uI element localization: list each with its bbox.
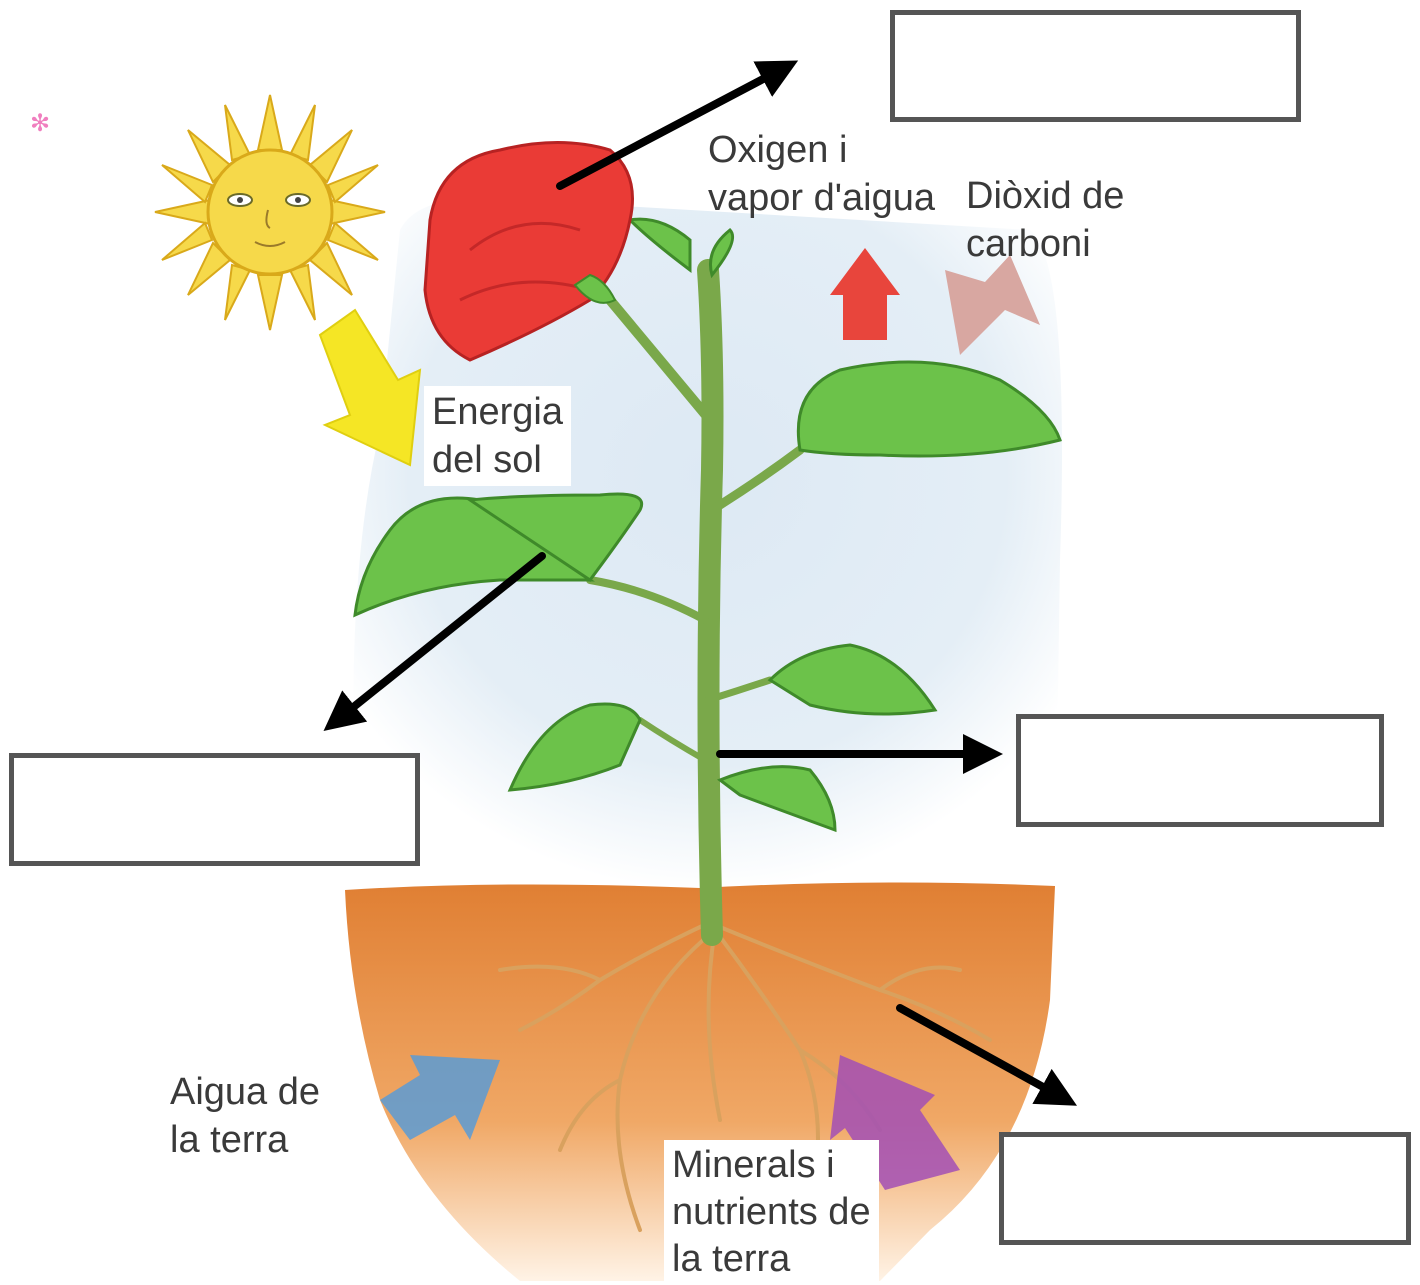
sun-icon [155,95,385,330]
oxygen-label: Oxigen i vapor d'aigua [708,126,935,222]
answer-box-flower[interactable] [890,10,1301,122]
co2-label: Diòxid de carboni [966,172,1124,268]
answer-box-stem[interactable] [1016,714,1384,827]
asterisk-icon: ✻ [30,112,50,136]
answer-box-leaf[interactable] [9,753,420,866]
water-label: Aigua de la terra [170,1068,320,1164]
sun-energy-label: Energia del sol [424,386,571,486]
minerals-label: Minerals i nutrients de la terra [664,1140,879,1285]
answer-box-root[interactable] [999,1132,1411,1245]
